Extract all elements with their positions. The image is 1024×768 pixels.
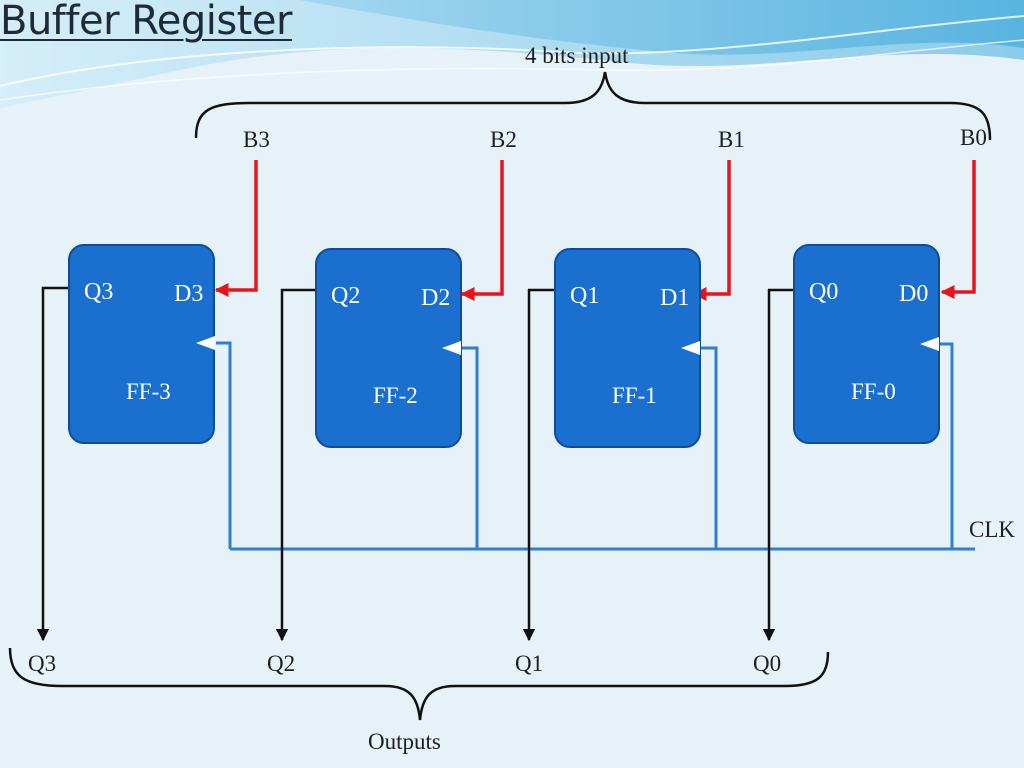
input-wire-b1 <box>692 160 731 301</box>
output-label-q3: Q3 <box>28 651 57 676</box>
clock-tap-ff3 <box>216 341 232 549</box>
flipflop-name: FF-3 <box>126 379 171 404</box>
output-label-q0: Q0 <box>753 651 782 676</box>
page-title: Buffer Register <box>0 0 292 44</box>
clock-input-triangle-ff3 <box>196 336 215 350</box>
flipflop-ff1: Q1 D1 FF-1 <box>554 248 701 448</box>
flipflop-d-label: D3 <box>174 281 204 307</box>
output-label-q2: Q2 <box>267 651 296 676</box>
clock-tap-ff1 <box>700 346 718 549</box>
flipflop-d-label: D0 <box>899 281 929 307</box>
input-bus-label: 4 bits input <box>525 43 629 68</box>
clock-tap-ff2 <box>462 346 479 549</box>
input-wire-b3 <box>214 160 258 297</box>
input-wires <box>214 160 976 301</box>
clock-input-triangle-ff2 <box>442 341 461 355</box>
flipflop-ff3: Q3 D3 FF-3 <box>68 244 215 444</box>
input-wire-b0 <box>940 160 976 299</box>
flipflop-q-label: Q1 <box>570 283 600 309</box>
flipflop-d-label: D2 <box>421 285 451 311</box>
clock-input-triangle-ff0 <box>920 337 939 351</box>
output-wire-q2 <box>275 288 316 642</box>
input-label-b3: B3 <box>243 127 270 152</box>
flipflop-d-label: D1 <box>660 285 690 311</box>
input-wire-b2 <box>460 160 504 301</box>
output-brace <box>8 647 830 721</box>
input-label-b0: B0 <box>960 125 987 150</box>
flipflop-name: FF-2 <box>373 383 418 408</box>
clock-bus <box>216 341 975 551</box>
output-wires <box>36 286 794 642</box>
flipflop-q-label: Q2 <box>331 283 361 309</box>
input-label-b1: B1 <box>718 127 745 152</box>
output-bus-label: Outputs <box>368 729 441 754</box>
flipflop-q-label: Q0 <box>809 279 839 305</box>
clock-label: CLK <box>969 517 1015 542</box>
output-label-q1: Q1 <box>515 651 544 676</box>
clock-input-triangle-ff1 <box>681 341 700 355</box>
flipflop-name: FF-0 <box>851 379 896 404</box>
flipflop-q-label: Q3 <box>84 279 114 305</box>
flipflop-ff0: Q0 D0 FF-0 <box>793 244 940 444</box>
header-wave-decoration <box>0 0 1024 108</box>
output-wire-q3 <box>36 286 68 642</box>
flipflop-ff2: Q2 D2 FF-2 <box>315 248 462 448</box>
clock-tap-ff0 <box>940 342 954 549</box>
output-wire-q1 <box>522 288 556 642</box>
flipflop-name: FF-1 <box>612 383 657 408</box>
input-label-b2: B2 <box>490 127 517 152</box>
input-brace <box>194 71 992 141</box>
output-wire-q0 <box>762 288 794 642</box>
